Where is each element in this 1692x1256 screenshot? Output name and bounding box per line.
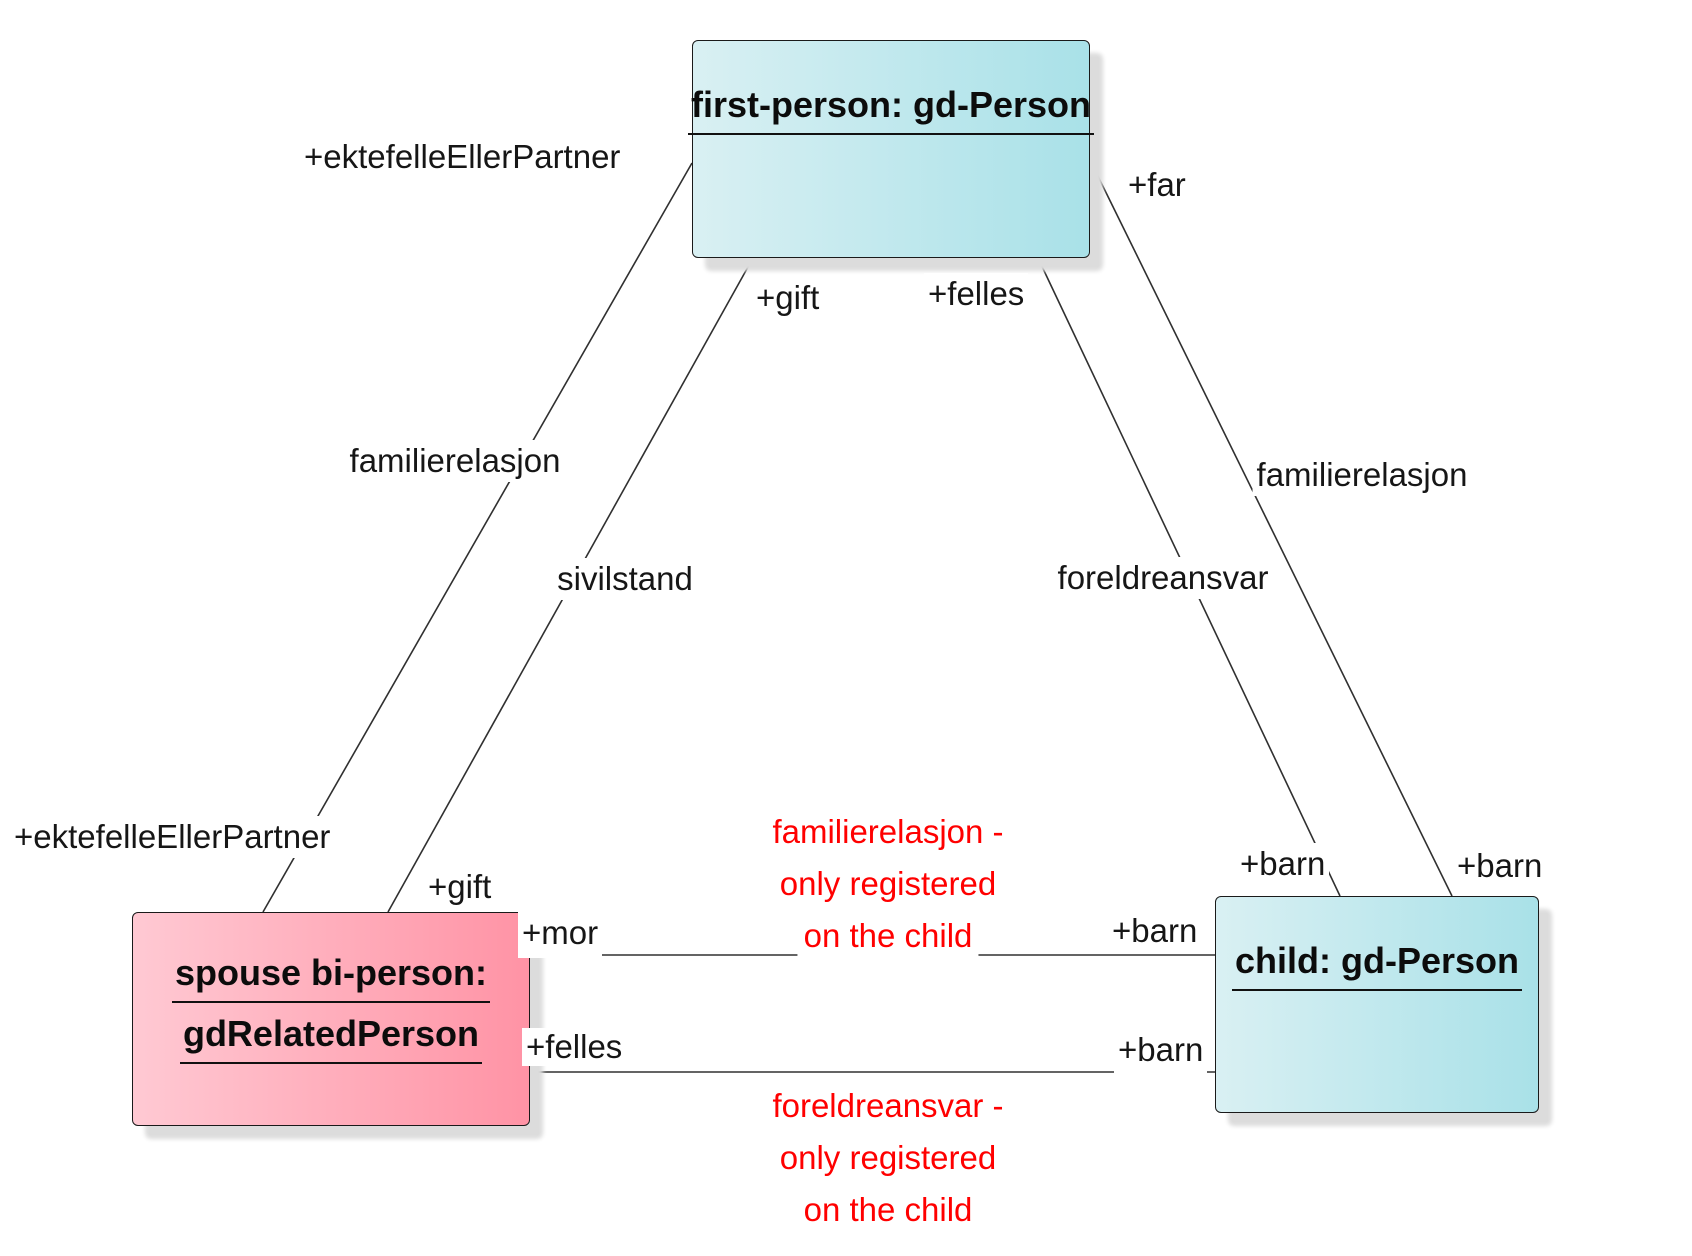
end-label-ektefelleEllerPartner-bottom: +ektefelleEllerPartner (10, 816, 335, 858)
end-label-barn-felles-line: +barn (1114, 1028, 1208, 1075)
node-child: child: gd-Person (1215, 896, 1539, 1113)
end-label-far: +far (1124, 164, 1190, 206)
node-spouse-title-line2: gdRelatedPerson (179, 1012, 483, 1065)
note-line: familierelasjon - (766, 806, 1010, 858)
note-line: only registered (773, 858, 1003, 910)
end-label-felles-top: +felles (924, 273, 1029, 315)
node-first-person-title-text: first-person: gd-Person (687, 83, 1095, 136)
note-line: on the child (797, 1184, 979, 1236)
node-child-title: child: gd-Person (1231, 939, 1522, 1000)
node-spouse-title-line1: spouse bi-person: (171, 951, 491, 1004)
node-spouse-title: spouse bi-person: gdRelatedPerson (171, 951, 491, 1073)
end-label-gift-bottom: +gift (424, 866, 496, 908)
edge-label-familierelasjon-left: familierelasjon (345, 440, 565, 482)
node-spouse-bi-person: spouse bi-person: gdRelatedPerson (132, 912, 530, 1126)
node-child-title-text: child: gd-Person (1231, 939, 1522, 992)
end-label-felles-bottom: +felles (522, 1028, 627, 1066)
edge-familierelasjon-left (262, 162, 693, 913)
note-line: only registered (773, 1132, 1003, 1184)
edge-label-familierelasjon-right: familierelasjon (1252, 454, 1472, 496)
node-first-person-title: first-person: gd-Person (687, 83, 1095, 144)
end-label-mor: +mor (518, 911, 603, 958)
end-label-barn-mor-line: +barn (1108, 912, 1202, 950)
end-label-barn-foreldreansvar: +barn (1236, 843, 1330, 885)
edge-label-foreldreansvar: foreldreansvar (1053, 557, 1273, 599)
end-label-gift-top: +gift (752, 277, 824, 319)
note-line: on the child (797, 910, 979, 962)
note-familierelasjon-only-on-child: familierelasjon - only registered on the… (766, 806, 1010, 962)
edge-familierelasjon-right (1089, 159, 1453, 897)
node-first-person: first-person: gd-Person (687, 40, 1095, 258)
end-label-barn-familierelasjon: +barn (1453, 845, 1547, 887)
edge-label-sivilstand: sivilstand (553, 558, 697, 600)
note-foreldreansvar-only-on-child: foreldreansvar - only registered on the … (766, 1080, 1010, 1236)
note-line: foreldreansvar - (766, 1080, 1010, 1132)
end-label-ektefelleEllerPartner-top: +ektefelleEllerPartner (300, 136, 625, 178)
